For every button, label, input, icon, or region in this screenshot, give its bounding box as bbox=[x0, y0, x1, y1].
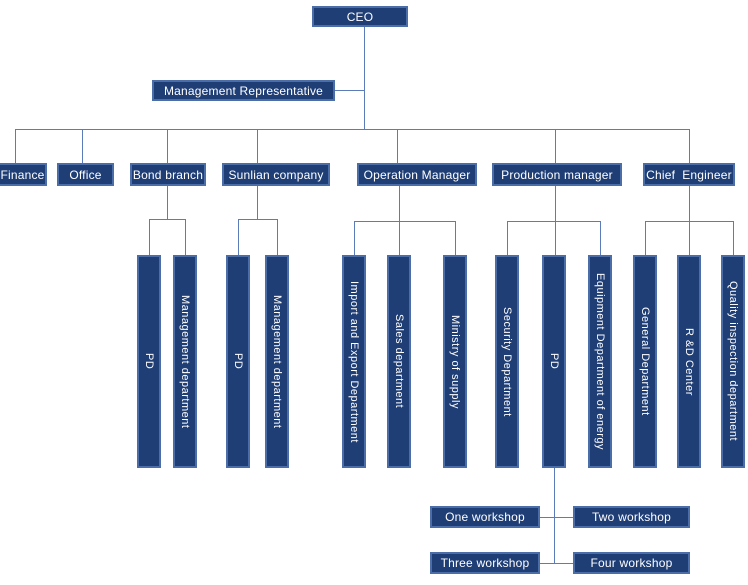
node-two-workshop[interactable]: Two workshop bbox=[573, 506, 690, 528]
connector-line bbox=[399, 186, 400, 255]
node-label: PD bbox=[232, 353, 244, 370]
node-label: Two workshop bbox=[591, 510, 672, 524]
node-label: One workshop bbox=[445, 510, 525, 524]
node-pd-production[interactable]: PD bbox=[542, 255, 566, 468]
connector-line bbox=[555, 186, 556, 255]
node-label: Quality inspection department bbox=[727, 281, 739, 442]
connector-line bbox=[540, 517, 573, 518]
connector-line bbox=[277, 219, 278, 255]
node-label: Security Department bbox=[501, 306, 513, 417]
node-pd-sunlian[interactable]: PD bbox=[226, 255, 250, 468]
node-ministry-of-supply[interactable]: Ministry of supply bbox=[443, 255, 467, 468]
node-label: Sunlian company bbox=[228, 167, 324, 182]
connector-line bbox=[397, 129, 398, 163]
node-security-department[interactable]: Security Department bbox=[495, 255, 519, 468]
connector-line bbox=[185, 219, 186, 255]
connector-line bbox=[149, 219, 150, 255]
connector-line bbox=[507, 221, 508, 255]
connector-line bbox=[600, 221, 601, 255]
connector-line bbox=[15, 129, 16, 163]
node-general-department[interactable]: General Department bbox=[633, 255, 657, 468]
node-label: Ministry of supply bbox=[449, 314, 461, 409]
node-label: Production manager bbox=[501, 167, 613, 182]
connector-line bbox=[354, 221, 355, 255]
node-label: Office bbox=[69, 167, 102, 182]
connector-line bbox=[82, 129, 83, 163]
connector-line bbox=[554, 468, 555, 563]
connector-line bbox=[238, 219, 278, 220]
node-operation-manager[interactable]: Operation Manager bbox=[357, 163, 477, 186]
node-import-export-department[interactable]: Import and Export Department bbox=[342, 255, 366, 468]
node-label: CEO bbox=[346, 9, 374, 24]
connector-line bbox=[689, 186, 690, 255]
node-label: Equipment Department of energy bbox=[594, 272, 606, 451]
connector-line bbox=[540, 563, 573, 564]
node-management-department-bond[interactable]: Management department bbox=[173, 255, 197, 468]
connector-line bbox=[149, 219, 186, 220]
connector-line bbox=[455, 221, 456, 255]
node-production-manager[interactable]: Production manager bbox=[492, 163, 622, 186]
node-quality-inspection-department[interactable]: Quality inspection department bbox=[721, 255, 745, 468]
node-label: R &D Center bbox=[683, 327, 695, 396]
node-pd-bond[interactable]: PD bbox=[137, 255, 161, 468]
node-label: Chief Engineer bbox=[646, 167, 732, 182]
node-three-workshop[interactable]: Three workshop bbox=[430, 552, 540, 574]
node-label: Three workshop bbox=[440, 556, 530, 570]
node-one-workshop[interactable]: One workshop bbox=[430, 506, 540, 528]
connector-line bbox=[257, 186, 258, 219]
node-finance[interactable]: Finance bbox=[0, 163, 47, 186]
node-label: Import and Export Department bbox=[348, 280, 360, 443]
connector-line bbox=[15, 129, 689, 130]
connector-line bbox=[507, 221, 600, 222]
connector-line bbox=[354, 221, 455, 222]
node-label: Management department bbox=[271, 294, 283, 429]
node-label: Four workshop bbox=[590, 556, 673, 570]
node-label: Sales department bbox=[393, 314, 405, 409]
connector-line bbox=[257, 129, 258, 163]
node-management-representative[interactable]: Management Representative bbox=[152, 80, 335, 101]
node-label: Bond branch bbox=[132, 167, 204, 182]
connector-line bbox=[335, 90, 364, 91]
node-label: General Department bbox=[639, 307, 651, 416]
node-four-workshop[interactable]: Four workshop bbox=[573, 552, 690, 574]
connector-line bbox=[645, 221, 733, 222]
connector-line bbox=[364, 27, 365, 129]
connector-line bbox=[238, 219, 239, 255]
connector-line bbox=[167, 186, 168, 219]
node-label: Operation Manager bbox=[363, 167, 471, 182]
node-ceo[interactable]: CEO bbox=[312, 6, 408, 27]
connector-line bbox=[555, 129, 556, 163]
node-label: Management Representative bbox=[163, 83, 324, 98]
node-equipment-department-of-energy[interactable]: Equipment Department of energy bbox=[588, 255, 612, 468]
node-office[interactable]: Office bbox=[57, 163, 114, 186]
connector-line bbox=[167, 129, 168, 163]
connector-line bbox=[645, 221, 646, 255]
node-sunlian-company[interactable]: Sunlian company bbox=[222, 163, 330, 186]
node-label: Management department bbox=[179, 294, 191, 429]
node-bond-branch[interactable]: Bond branch bbox=[130, 163, 206, 186]
node-management-department-sunlian[interactable]: Management department bbox=[265, 255, 289, 468]
node-sales-department[interactable]: Sales department bbox=[387, 255, 411, 468]
node-label: Finance bbox=[0, 167, 45, 182]
connector-line bbox=[689, 129, 690, 163]
node-label: PD bbox=[143, 353, 155, 370]
node-label: PD bbox=[548, 353, 560, 370]
node-rd-center[interactable]: R &D Center bbox=[677, 255, 701, 468]
connector-line bbox=[733, 221, 734, 255]
node-chief-engineer[interactable]: Chief Engineer bbox=[643, 163, 735, 186]
